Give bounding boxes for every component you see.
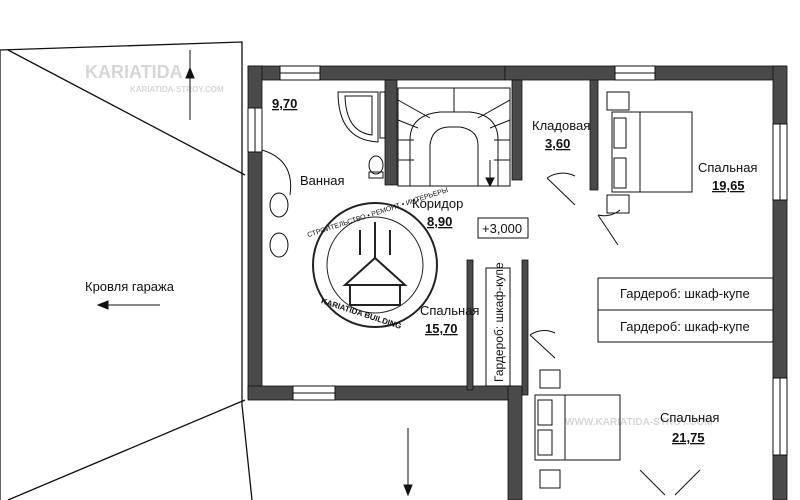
watermark-brand: KARIATIDA xyxy=(85,62,183,82)
label-bedroom-se: Спальная xyxy=(660,410,719,425)
label-wardrobe-top: Гардероб: шкаф-купе xyxy=(620,286,750,301)
garage-roof xyxy=(0,41,253,500)
wardrobes xyxy=(485,267,774,387)
bathroom-fixtures xyxy=(261,91,386,258)
doors xyxy=(529,172,701,496)
label-corridor-area: 8,90 xyxy=(427,214,452,229)
windows xyxy=(247,65,788,456)
label-bedroom-w-area: 15,70 xyxy=(425,321,458,336)
label-bathroom-area: 9,70 xyxy=(272,96,297,111)
label-bedroom-w: Спальная xyxy=(420,303,479,318)
label-bathroom: Ванная xyxy=(300,173,345,188)
label-garage-roof: Кровля гаража xyxy=(85,279,175,294)
walls xyxy=(247,65,788,500)
label-corridor: Коридор xyxy=(412,196,463,211)
label-wardrobe-bottom: Гардероб: шкаф-купе xyxy=(620,319,750,334)
staircase xyxy=(397,87,511,188)
watermark-url: WWW.KARIATIDA-STROY.COM xyxy=(565,417,713,428)
bed-ne xyxy=(606,91,693,214)
label-bedroom-ne-area: 19,65 xyxy=(712,178,745,193)
bed-se xyxy=(534,369,621,489)
watermark-tagline: KARIATIDA-STROY.COM xyxy=(130,85,224,94)
label-bedroom-ne: Спальная xyxy=(698,160,757,175)
room-labels: Кровля гаража 9,70 Ванная Кладовая 3,60 … xyxy=(85,96,757,445)
label-level-mark: +3,000 xyxy=(482,221,522,236)
label-pantry: Кладовая xyxy=(532,118,590,133)
label-wardrobe-vertical: Гардероб: шкаф-купе xyxy=(492,262,506,382)
label-bedroom-se-area: 21,75 xyxy=(672,430,705,445)
arrows xyxy=(96,50,413,497)
watermark: KARIATIDA KARIATIDA-STROY.COM WWW.KARIAT… xyxy=(85,62,713,428)
label-pantry-area: 3,60 xyxy=(545,136,570,151)
